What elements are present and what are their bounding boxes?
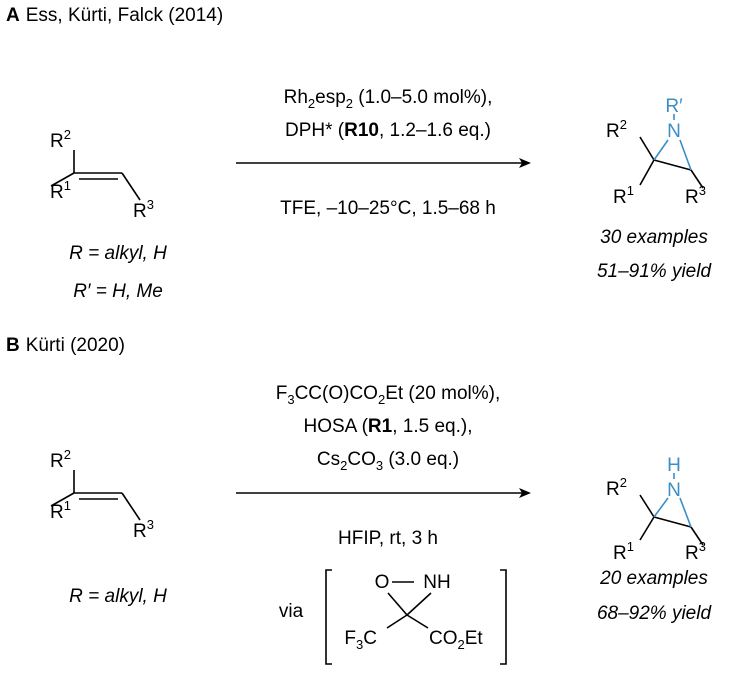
reactant-a-r3: R3 <box>133 197 154 222</box>
product-a-r2: R2 <box>606 117 627 142</box>
product-b-r1: R1 <box>613 539 634 564</box>
panel-a-product-aziridine: N R′ R2 R1 R3 <box>606 96 706 208</box>
panel-a-examples: 30 examples <box>600 227 708 248</box>
reactant-b-r2: R2 <box>50 447 71 472</box>
panel-b-reactant-alkene: R2 R1 R3 <box>50 447 154 542</box>
intermediate-co2et: CO2Et <box>429 628 483 652</box>
panel-a-arrowhead <box>519 158 531 168</box>
product-a-r1: R1 <box>613 183 634 208</box>
bond-n-c <box>406 592 432 616</box>
panel-a-scope-rprime: R′ = H, Me <box>73 281 163 302</box>
panel-b-scope-r: R = alkyl, H <box>69 586 167 607</box>
reactant-b-r3: R3 <box>133 517 154 542</box>
bond-o-c <box>387 592 408 616</box>
product-b-r2: R2 <box>606 475 627 500</box>
bond-c3-n <box>679 497 692 528</box>
product-b-r3: R3 <box>685 539 706 564</box>
panel-b-oxaziridine-intermediate: O NH F3C CO2Et <box>325 569 507 665</box>
panel-b-condition-reagent: HOSA (R1, 1.5 eq.), <box>304 416 473 437</box>
panel-b-arrowhead <box>519 488 531 498</box>
panel-a-condition-reagent: DPH* (R10, 1.2–1.6 eq.) <box>285 120 491 141</box>
reactant-a-r2: R2 <box>50 127 71 152</box>
panel-b-yield: 68–92% yield <box>597 603 713 624</box>
panel-a-scope-r: R = alkyl, H <box>69 243 167 264</box>
bond-r2-c2 <box>639 494 655 518</box>
bond-c-cf3 <box>386 614 408 629</box>
bond-c3-n <box>679 139 692 171</box>
bond-r3 <box>121 172 141 201</box>
bond-r3 <box>121 492 141 521</box>
bond-c2-n <box>653 497 669 518</box>
bond-c2-n <box>653 139 669 161</box>
panel-a-condition-catalyst: Rh2esp2 (1.0–5.0 mol%), <box>284 87 493 111</box>
bond-c2-c3 <box>653 159 692 171</box>
product-a-nitrogen: N <box>667 121 681 142</box>
reactant-b-r1: R1 <box>50 498 71 523</box>
panel-b-via-label: via <box>279 601 304 622</box>
intermediate-oxygen: O <box>375 572 390 593</box>
panel-a-yield: 51–91% yield <box>597 261 713 282</box>
bond-c-ester <box>406 614 429 629</box>
panel-b-condition-base: Cs2CO3 (3.0 eq.) <box>317 449 459 473</box>
product-b-hydrogen: H <box>667 455 681 476</box>
bond-r1 <box>50 172 75 187</box>
bond-c2-c3 <box>653 516 692 528</box>
bond-c2-r1 <box>639 159 655 186</box>
product-a-n-substituent: R′ <box>665 96 683 117</box>
bond-c3-r3 <box>690 526 704 546</box>
panel-b-product-aziridine: N H R2 R1 R3 <box>606 455 706 564</box>
bond-c2-r1 <box>639 516 655 541</box>
panel-b-examples: 20 examples <box>599 568 708 589</box>
panel-a-condition-solvent: TFE, –10–25°C, 1.5–68 h <box>280 198 496 219</box>
product-a-r3: R3 <box>685 183 706 208</box>
bond-r1 <box>50 492 75 507</box>
panel-b-condition-solvent: HFIP, rt, 3 h <box>338 528 438 549</box>
panel-a-reactant-alkene: R2 R1 R3 <box>50 127 154 222</box>
panel-b-condition-catalyst: F3CC(O)CO2Et (20 mol%), <box>276 383 501 407</box>
intermediate-cf3: F3C <box>344 628 377 652</box>
reactant-a-r1: R1 <box>50 178 71 203</box>
bond-c3-r3 <box>690 169 704 189</box>
left-bracket <box>325 569 332 665</box>
intermediate-nh: NH <box>423 572 450 593</box>
product-b-nitrogen: N <box>667 480 681 501</box>
right-bracket <box>500 569 507 665</box>
bond-r2-c2 <box>639 136 655 161</box>
